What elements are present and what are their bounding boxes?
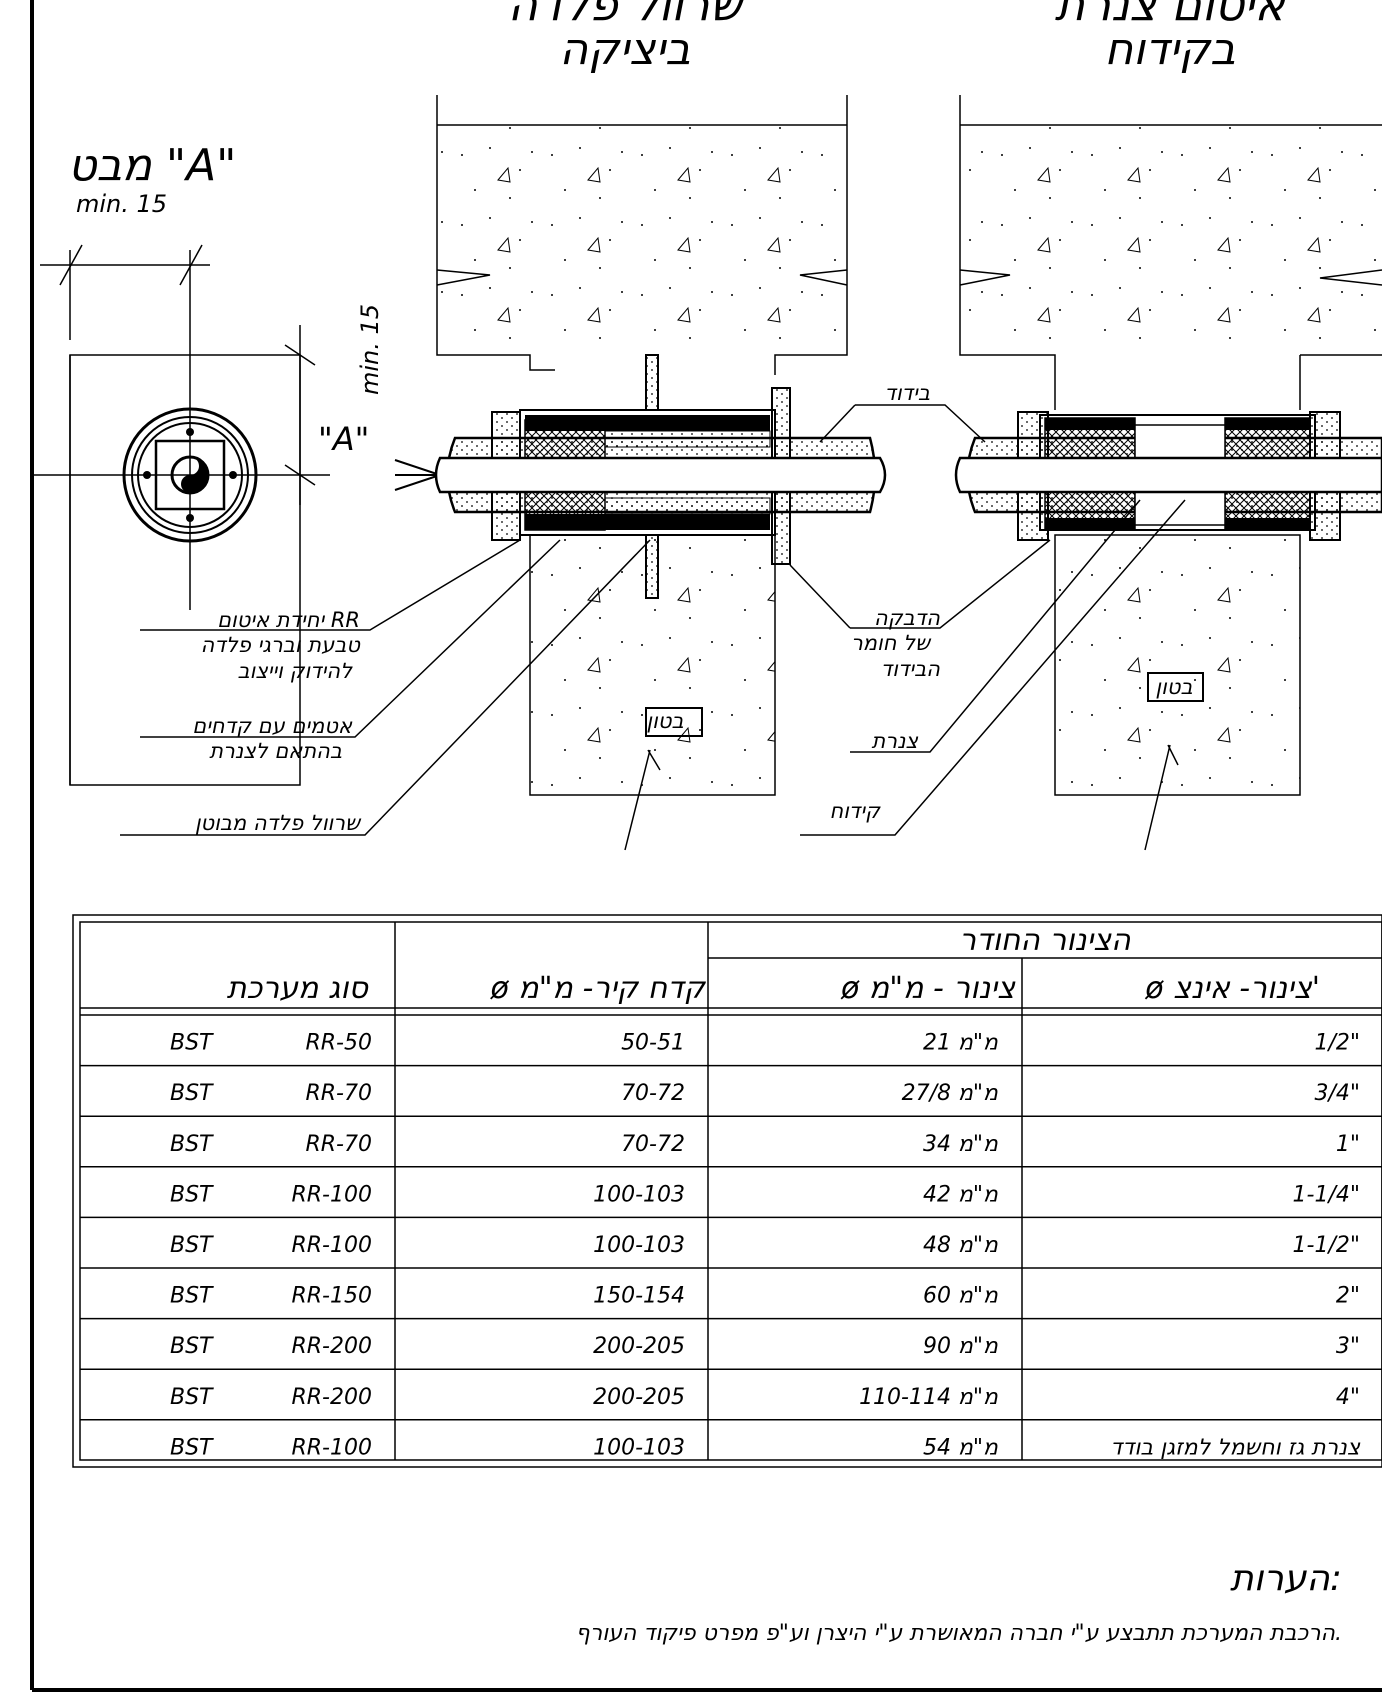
table-cell-inch: 1/2" bbox=[1314, 1031, 1360, 1056]
table-cell-bst: BST bbox=[170, 1385, 214, 1410]
table-cell-bst: BST bbox=[170, 1081, 214, 1106]
table-cell-inch: 2" bbox=[1336, 1284, 1360, 1309]
table-cell-inch: צנרת גז וחשמל למזגן בודד bbox=[1110, 1435, 1361, 1460]
table-cell-inch: 3/4" bbox=[1314, 1081, 1360, 1106]
table-cell-rr: RR-200 bbox=[291, 1385, 372, 1410]
leader-lines bbox=[120, 404, 1186, 836]
view-a: מבט "A" min. 15 min. 15 "A" bbox=[30, 140, 444, 786]
table-cell-core: 50-51 bbox=[621, 1031, 685, 1056]
notes-line-1: הרכבת המערכת תתבצע ע"י חברה המאושרת ע"י … bbox=[576, 1621, 1342, 1646]
table-cell-mm: 54 מ"מ bbox=[923, 1435, 999, 1460]
label-rr-unit-3: להידוק וייצוב bbox=[237, 659, 353, 683]
table-cell-rr: RR-150 bbox=[291, 1284, 372, 1309]
notes-title: הערות: bbox=[1230, 1558, 1342, 1599]
table-cell-bst: BST bbox=[170, 1233, 214, 1258]
col-header-inch: ø צינור- אינצ' bbox=[1144, 971, 1320, 1006]
table-cell-core: 70-72 bbox=[621, 1081, 685, 1106]
col-header-mm: ø צינור - מ"מ bbox=[840, 971, 1016, 1006]
table-cell-mm: 27/8 מ"מ bbox=[902, 1081, 999, 1106]
left-section-title: ביציקה bbox=[559, 24, 690, 75]
label-insulation: בידוד bbox=[885, 381, 931, 405]
table-cell-mm: 110-114 מ"מ bbox=[859, 1385, 999, 1410]
label-pipe: צנרת bbox=[871, 729, 918, 753]
label-rr-unit-2: טבעת וברגי פלדה bbox=[201, 633, 361, 657]
table-cell-mm: 90 מ"מ bbox=[923, 1334, 999, 1359]
table-cell-inch: 4" bbox=[1336, 1385, 1360, 1410]
concrete-label-left: בטון bbox=[646, 709, 683, 733]
table-cell-rr: RR-70 bbox=[305, 1081, 372, 1106]
section-titles: שרוול פלדה ביציקה איטום צנרת בקידוח bbox=[508, 0, 1287, 75]
table-cell-core: 200-205 bbox=[593, 1385, 685, 1410]
table-cell-bst: BST bbox=[170, 1334, 214, 1359]
concrete-label-right: בטון bbox=[1155, 675, 1192, 699]
table-cell-mm: 21 מ"מ bbox=[923, 1031, 999, 1056]
view-a-min-top: min. 15 bbox=[76, 190, 167, 218]
label-rr-unit-1: יחידת איטום RR bbox=[217, 608, 360, 632]
table-cell-inch: 3" bbox=[1336, 1334, 1360, 1359]
table-cell-bst: BST bbox=[170, 1284, 214, 1309]
table-cell-rr: RR-100 bbox=[291, 1435, 372, 1460]
col-header-core: ø קדח קיר- מ"מ bbox=[489, 971, 706, 1006]
table-cell-bst: BST bbox=[170, 1182, 214, 1207]
table-cell-inch: 1-1/2" bbox=[1293, 1233, 1360, 1258]
table-cell-core: 70-72 bbox=[621, 1132, 685, 1157]
table-cell-rr: RR-100 bbox=[291, 1182, 372, 1207]
label-glue-3: הבידוד bbox=[881, 657, 940, 681]
right-detail: בטון bbox=[954, 95, 1382, 851]
table-cell-core: 200-205 bbox=[593, 1334, 685, 1359]
label-seals-2: בהתאם לצנרת bbox=[209, 739, 342, 763]
view-a-title: מבט "A" bbox=[68, 140, 236, 191]
table-rows: BST RR-50 50-51 21 מ"מ 1/2" BST RR-70 70-72 27/8… bbox=[170, 1031, 1361, 1461]
table-cell-mm: 42 מ"מ bbox=[923, 1182, 999, 1207]
table-cell-mm: 48 מ"מ bbox=[923, 1233, 999, 1258]
table-cell-bst: BST bbox=[170, 1435, 214, 1460]
label-sleeve: שרוול פלדה מבוטן bbox=[195, 811, 362, 835]
table-cell-core: 150-154 bbox=[593, 1284, 685, 1309]
table-cell-mm: 34 מ"מ bbox=[923, 1132, 999, 1157]
label-drilling: קידוח bbox=[829, 799, 881, 823]
col-header-system: סוג מערכת bbox=[227, 971, 370, 1006]
table-cell-rr: RR-200 bbox=[291, 1334, 372, 1359]
left-section-title-top: שרוול פלדה bbox=[508, 0, 746, 31]
table-cell-core: 100-103 bbox=[593, 1182, 685, 1207]
left-detail: בטון bbox=[434, 95, 887, 851]
table-cell-core: 100-103 bbox=[593, 1233, 685, 1258]
label-glue-2: של חומר bbox=[851, 631, 932, 655]
right-section-title: בקידוח bbox=[1104, 24, 1235, 75]
label-seals-1: אטמים עם קדחים bbox=[192, 714, 353, 738]
table-cell-bst: BST bbox=[170, 1031, 214, 1056]
table-cell-bst: BST bbox=[170, 1132, 214, 1157]
table-cell-core: 100-103 bbox=[593, 1435, 685, 1460]
right-section-title-top: איטום צנרת bbox=[1055, 0, 1287, 31]
spec-table: הצינור החודר סוג מערכת ø קדח קיר- מ"מ ø … bbox=[72, 914, 1382, 1468]
table-cell-rr: RR-100 bbox=[291, 1233, 372, 1258]
col-group-header: הצינור החודר bbox=[959, 923, 1131, 958]
view-a-min-side: min. 15 bbox=[356, 304, 384, 395]
label-glue-1: הדבקה bbox=[874, 606, 940, 630]
drawing-frame bbox=[30, 0, 1382, 1692]
table-cell-mm: 60 מ"מ bbox=[923, 1284, 999, 1309]
view-a-marker: "A" bbox=[318, 420, 369, 458]
table-cell-rr: RR-70 bbox=[305, 1132, 372, 1157]
table-cell-rr: RR-50 bbox=[305, 1031, 372, 1056]
table-cell-inch: 1-1/4" bbox=[1293, 1182, 1360, 1207]
row-lines bbox=[80, 1064, 1382, 1421]
notes: הערות: הרכבת המערכת תתבצע ע"י חברה המאוש… bbox=[576, 1558, 1342, 1646]
annotations: בידוד יחידת איטום RR טבעת וברגי פלדה להי… bbox=[192, 381, 940, 835]
table-cell-inch: 1" bbox=[1336, 1132, 1360, 1157]
